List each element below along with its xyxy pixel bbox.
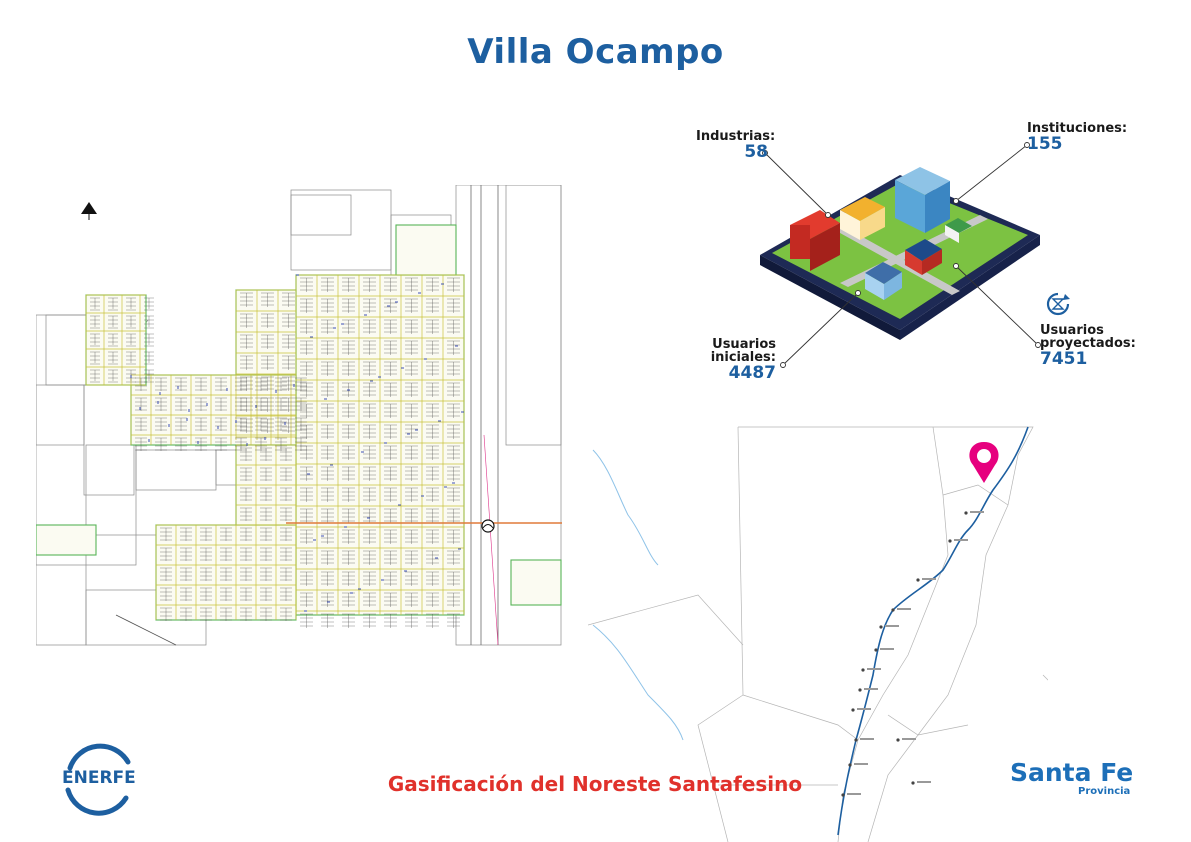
stat-label: iniciales: (710, 350, 776, 365)
provincia-logo-text: Provincia (1078, 786, 1131, 797)
santa-fe-logo-text: Santa Fe (1010, 758, 1134, 787)
growth-clock-icon (1046, 292, 1070, 316)
stat-industrias: Industrias: 58 (696, 129, 776, 162)
stat-value: 7451 (1040, 349, 1088, 369)
stat-usuarios-iniciales: Usuarios iniciales: 4487 (704, 338, 776, 382)
stat-instituciones: Instituciones: 155 (1027, 122, 1127, 153)
stat-value: 58 (744, 142, 768, 162)
stat-label: Instituciones: (1027, 121, 1128, 136)
city-infographic (760, 142, 1041, 368)
city-street-map (36, 185, 562, 646)
enerfe-logo-text: ENERFE (62, 768, 136, 788)
stat-label: Usuarios (712, 337, 776, 352)
stat-usuarios-proyectados: Usuarios proyectados: 7451 (1040, 324, 1136, 368)
enerfe-logo (65, 743, 131, 816)
page-title: Villa Ocampo (467, 32, 724, 72)
footer-title: Gasificación del Noreste Santafesino (387, 772, 803, 796)
map-pin-icon (969, 442, 999, 483)
stat-value: 155 (1027, 134, 1063, 154)
north-arrow-icon (81, 202, 97, 220)
stat-label: proyectados: (1040, 336, 1136, 351)
regional-map (588, 426, 1048, 842)
stat-value: 4487 (728, 363, 776, 383)
stat-label: Usuarios (1040, 323, 1104, 338)
stat-label: Industrias: (696, 129, 776, 144)
